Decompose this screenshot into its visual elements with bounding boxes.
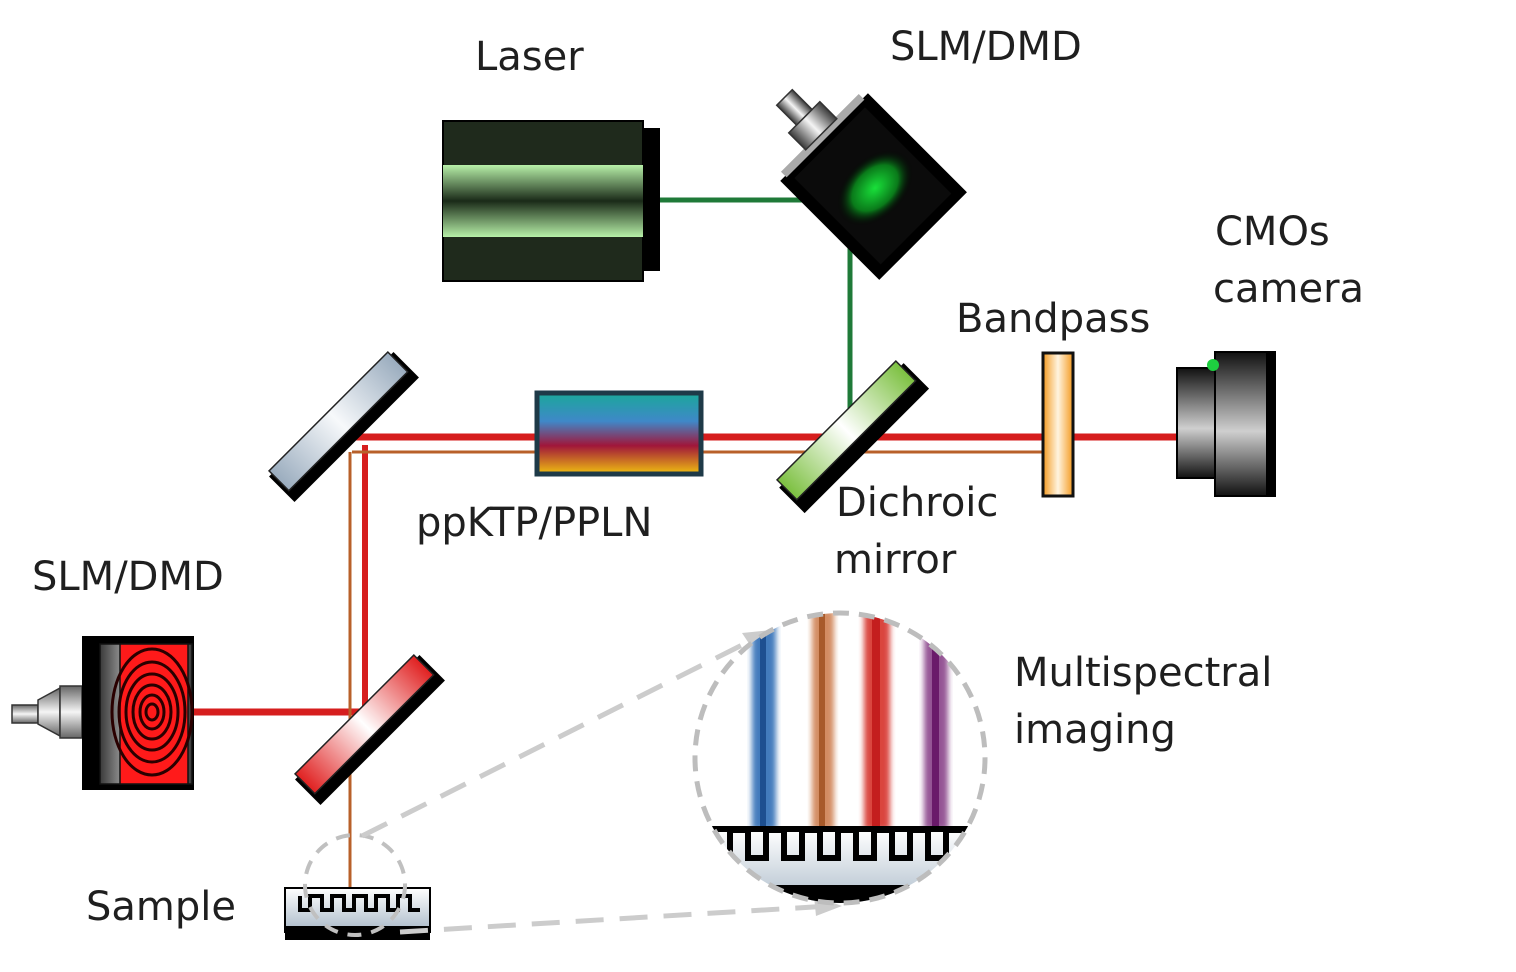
bandpass-label: Bandpass (956, 296, 1150, 342)
slm-left-label: SLM/DMD (32, 554, 224, 600)
laser-label: Laser (475, 34, 584, 80)
mirror-icon (267, 350, 419, 502)
mirror-icon (293, 653, 445, 805)
crystal-label: ppKTP/PPLN (416, 500, 652, 546)
laser-source-icon (442, 120, 660, 282)
multispectral-label-line2: imaging (1014, 707, 1176, 753)
dichroic-label-line2: mirror (834, 537, 957, 583)
bandpass-filter-icon (1041, 351, 1075, 498)
cmos-label-line1: CMOs (1215, 209, 1330, 255)
dichroic-label-line1: Dichroic (836, 480, 998, 526)
dichroic-mirror-icon (775, 359, 930, 514)
sample-grating-icon (284, 833, 431, 940)
multispectral-label-line1: Multispectral (1014, 650, 1272, 696)
ring-pattern (110, 647, 194, 777)
sample-label: Sample (86, 884, 236, 930)
crystal-icon (534, 390, 704, 477)
slm-dmd-icon (775, 88, 967, 280)
camera-icon (1176, 351, 1276, 497)
zoom-connector-lines (360, 632, 831, 935)
cmos-label-line2: camera (1213, 266, 1364, 312)
magnifier-inset-icon (692, 610, 988, 906)
slm-dmd-icon (11, 636, 194, 790)
slm-top-label: SLM/DMD (890, 24, 1082, 70)
